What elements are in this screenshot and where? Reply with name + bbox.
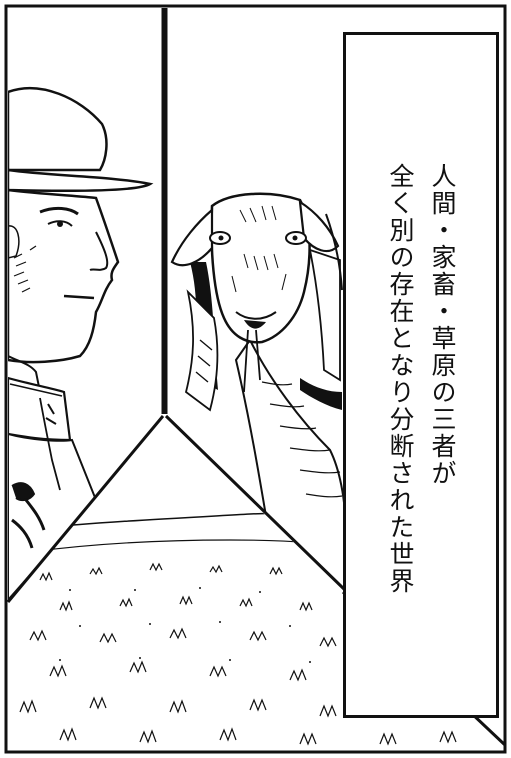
- herdsman-illustration: [8, 87, 154, 600]
- sheep-illustration: [170, 192, 346, 603]
- caption-box: 人間・家畜・草原の三者が全く別の存在となり分断された世界: [343, 32, 499, 718]
- panel-divider: [6, 415, 165, 603]
- caption-text: 人間・家畜・草原の三者が全く別の存在となり分断された世界: [379, 163, 463, 715]
- panel-divider: [164, 414, 347, 592]
- caption-line-2: 全く別の存在となり分断された世界: [386, 163, 415, 595]
- page-frame: [4, 4, 507, 754]
- caption-line-1: 人間・家畜・草原の三者が: [428, 163, 457, 487]
